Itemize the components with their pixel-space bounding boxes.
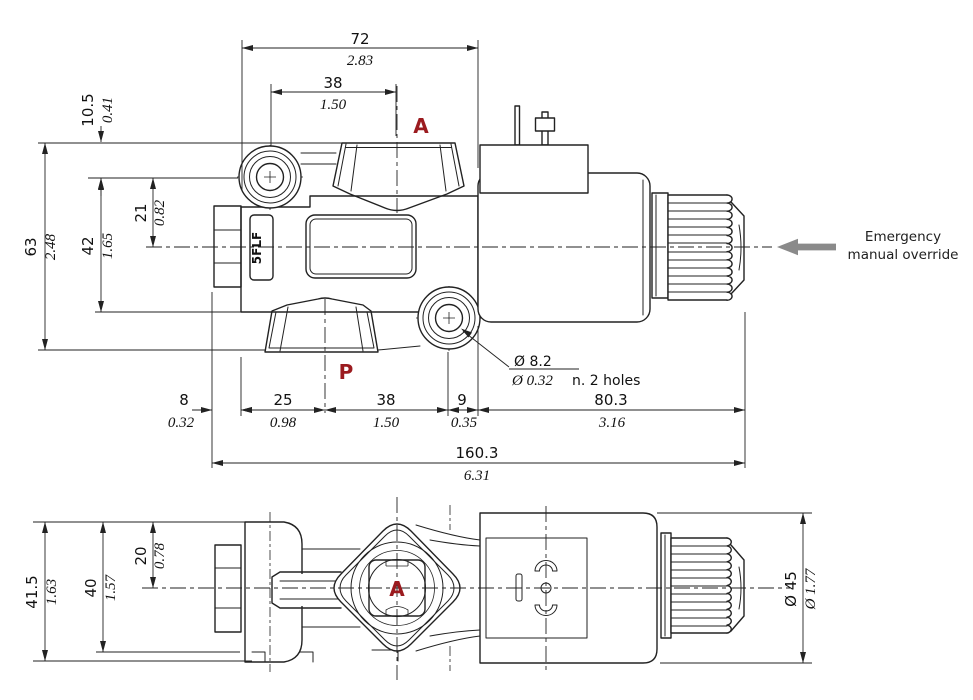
dim-63-mm: 63 bbox=[22, 237, 40, 256]
dim-160_3-in: 6.31 bbox=[464, 468, 490, 484]
port-a-label: A bbox=[413, 114, 429, 138]
solenoid-coil bbox=[477, 172, 651, 323]
side-view-dimensions: 72 2.83 38 1.50 10.5 0.41 63 2.48 42 1.6… bbox=[22, 30, 746, 484]
dim-38bot-mm: 38 bbox=[376, 391, 395, 409]
annotations: A P 5FLF Emergency manual override Ø 8.2… bbox=[250, 114, 958, 389]
dim-8-in: 0.32 bbox=[168, 415, 195, 431]
connector-pin bbox=[514, 105, 521, 146]
electrical-connector bbox=[479, 105, 589, 194]
dim-40-in: 1.57 bbox=[103, 573, 119, 601]
body-end-cap bbox=[244, 521, 303, 663]
dim-dia45-in: Ø 1.77 bbox=[803, 567, 819, 610]
marking-plate bbox=[249, 214, 274, 281]
dim-63-in: 2.48 bbox=[43, 233, 59, 260]
dim-72-in: 2.83 bbox=[347, 53, 373, 69]
manual-override-knob bbox=[651, 192, 745, 301]
dim-41_5-mm: 41.5 bbox=[23, 575, 41, 608]
dim-20-in: 0.78 bbox=[152, 542, 168, 569]
dim-72-mm: 72 bbox=[350, 30, 369, 48]
side-view bbox=[146, 86, 772, 413]
port-boss-top bbox=[237, 145, 337, 210]
manual-override-knob-plan bbox=[660, 532, 745, 639]
dim-160_3-mm: 160.3 bbox=[456, 444, 499, 462]
dim-20-mm: 20 bbox=[132, 546, 150, 565]
hex-end-plug bbox=[213, 205, 242, 288]
dim-10_5-in: 0.41 bbox=[100, 97, 116, 123]
leader-arrowhead-icon bbox=[461, 328, 472, 338]
body-window bbox=[305, 214, 417, 279]
ground-pin-cross bbox=[534, 117, 556, 132]
dim-38top-mm: 38 bbox=[323, 74, 342, 92]
emergency-note-line2: manual override bbox=[848, 247, 959, 263]
neck-lines bbox=[301, 548, 361, 628]
connector-housing bbox=[479, 144, 589, 194]
bolt-hole-boss bbox=[416, 286, 482, 351]
dim-21-in: 0.82 bbox=[152, 199, 168, 226]
dim-8-mm: 8 bbox=[179, 391, 189, 409]
port-a-label-plan: A bbox=[389, 577, 405, 601]
mounting-tabs bbox=[251, 649, 399, 663]
dim-38bot-in: 1.50 bbox=[373, 415, 400, 431]
hole-note-leader bbox=[462, 330, 579, 370]
dim-21-mm: 21 bbox=[132, 203, 150, 222]
port-p-flange bbox=[264, 297, 421, 353]
hole-note-suffix: n. 2 holes bbox=[572, 373, 640, 389]
dim-25-in: 0.98 bbox=[270, 415, 297, 431]
plan-view-dimensions: 41.5 1.63 40 1.57 20 0.78 Ø 45 Ø 1.77 A bbox=[23, 512, 819, 664]
emergency-note-line1: Emergency bbox=[865, 229, 941, 245]
dim-42-mm: 42 bbox=[79, 236, 97, 255]
dim-9-mm: 9 bbox=[457, 391, 467, 409]
dim-42-in: 1.65 bbox=[100, 232, 116, 259]
funnel-lines bbox=[415, 524, 481, 652]
stem bbox=[271, 571, 342, 609]
emergency-override-arrow-icon bbox=[777, 238, 836, 256]
dim-dia45-mm: Ø 45 bbox=[782, 571, 800, 607]
dim-40-mm: 40 bbox=[82, 578, 100, 597]
body-marking-label: 5FLF bbox=[250, 232, 264, 264]
body-window-inner bbox=[309, 218, 413, 275]
dim-38top-in: 1.50 bbox=[320, 97, 347, 113]
dim-9-in: 0.35 bbox=[451, 415, 478, 431]
plan-view bbox=[142, 497, 790, 680]
port-p-label: P bbox=[339, 360, 354, 384]
dim-41_5-in: 1.63 bbox=[44, 579, 60, 605]
dim-10_5-mm: 10.5 bbox=[79, 93, 97, 126]
hole-note-in: Ø 0.32 bbox=[511, 373, 553, 389]
dim-80_3-mm: 80.3 bbox=[594, 391, 627, 409]
port-a-flange bbox=[332, 142, 465, 212]
dim-80_3-in: 3.16 bbox=[598, 415, 626, 431]
hole-note-mm: Ø 8.2 bbox=[514, 354, 552, 370]
hex-end-plug-plan bbox=[214, 544, 242, 633]
dim-25-mm: 25 bbox=[273, 391, 292, 409]
